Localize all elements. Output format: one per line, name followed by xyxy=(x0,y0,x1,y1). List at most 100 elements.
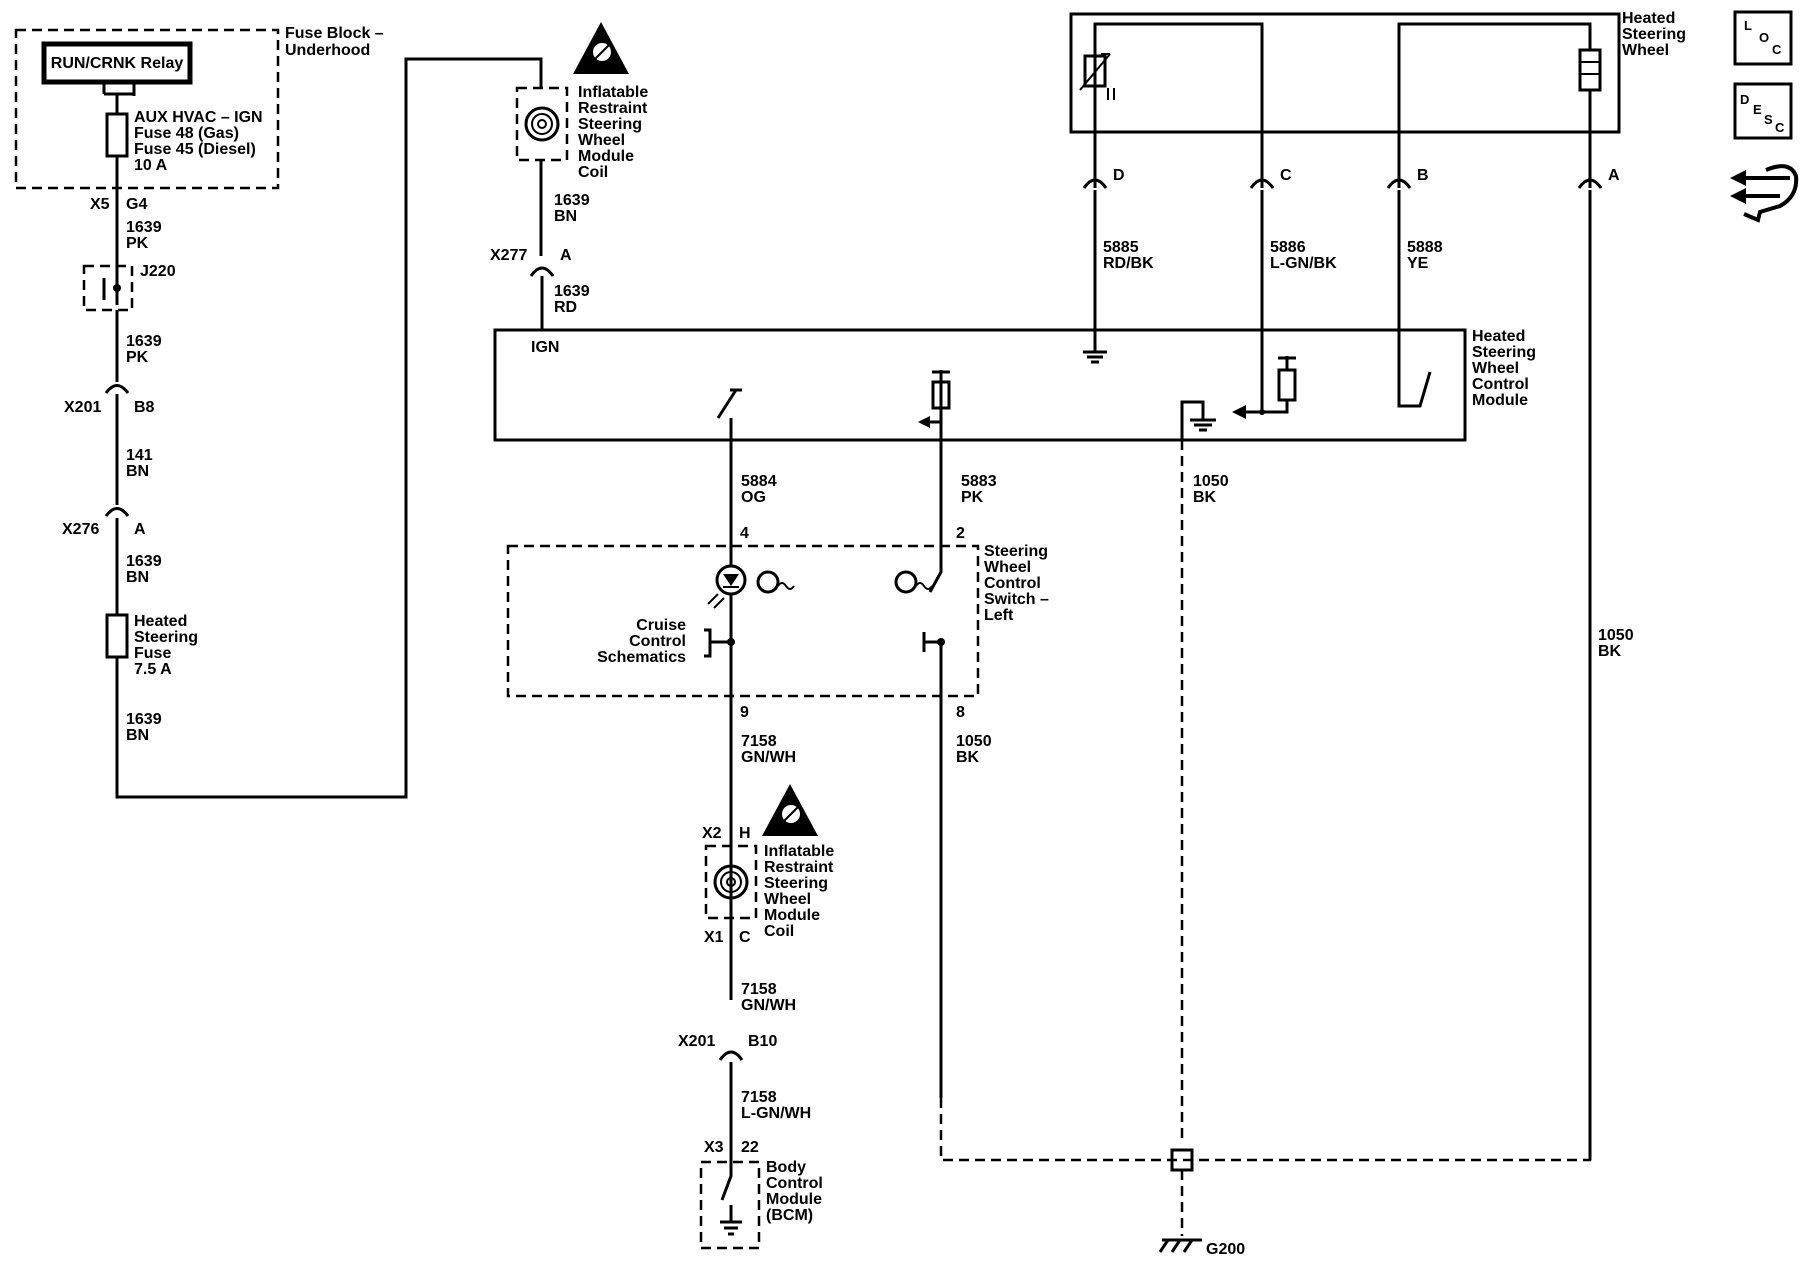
wire-label-color: BN xyxy=(126,569,149,586)
wire-label-circuit: 5886 xyxy=(1270,239,1306,256)
wire-label-circuit: 1639 xyxy=(554,283,590,300)
hswcm-label: Wheel xyxy=(1472,360,1519,377)
swcs-label: Left xyxy=(984,607,1014,624)
heated-steering-wheel: Heated Steering Wheel xyxy=(1069,10,1686,188)
wire-label-circuit: 1050 xyxy=(1193,473,1229,490)
wire-label-color: BN xyxy=(126,727,149,744)
wire-label-color: PK xyxy=(961,489,984,506)
connector-pin-c: C xyxy=(1249,167,1292,189)
desc-letter: S xyxy=(1764,112,1773,127)
wire-label-circuit: 1050 xyxy=(1598,627,1634,644)
loc-letter: C xyxy=(1772,42,1782,57)
coil-label: Steering xyxy=(578,116,642,133)
desc-letter: C xyxy=(1775,120,1785,135)
aux-hvac-fuse xyxy=(105,112,129,158)
pin-label: 2 xyxy=(956,525,965,542)
connector-x277: X277 A xyxy=(490,247,572,277)
wire-label-circuit: 5883 xyxy=(961,473,997,490)
wire-label-circuit: 5884 xyxy=(741,473,777,490)
desc-button[interactable]: D E S C xyxy=(1733,82,1793,140)
connector-x276-pin: A xyxy=(134,521,146,538)
connector-x201a-label: X201 xyxy=(64,399,101,416)
splice-j220: J220 xyxy=(82,263,176,312)
connector-x201-b10: X201 B10 xyxy=(678,1033,777,1061)
wire-label-color: PK xyxy=(126,235,149,252)
loc-button[interactable]: L O C xyxy=(1733,10,1793,66)
wire-label-circuit: 1639 xyxy=(554,192,590,209)
wire-label-color: RD xyxy=(554,299,577,316)
run-crnk-relay xyxy=(41,41,193,85)
desc-letter: E xyxy=(1753,102,1762,117)
hswcm-label: Steering xyxy=(1472,344,1536,361)
coil-label: Inflatable xyxy=(578,84,648,101)
pin-label: D xyxy=(1113,167,1125,184)
wire-label-circuit: 7158 xyxy=(741,733,777,750)
wire-label-color: BK xyxy=(956,749,980,766)
fuse-block-label: Fuse Block – xyxy=(285,25,384,42)
pin-label: C xyxy=(1280,167,1292,184)
connector-x201b-pin: B10 xyxy=(748,1033,777,1050)
coil-label: Wheel xyxy=(764,891,811,908)
connector-x3-pin: 22 xyxy=(741,1139,759,1156)
connector-x5-pin: G4 xyxy=(126,196,147,213)
coil-label: Module xyxy=(764,907,820,924)
loc-letter: O xyxy=(1759,30,1769,45)
aux-fuse-diesel: Fuse 45 (Diesel) xyxy=(134,141,256,158)
body-control-module: Body Control Module (BCM) xyxy=(699,1159,823,1250)
bcm-label: Module xyxy=(766,1191,822,1208)
swcs-label: Steering xyxy=(984,543,1048,560)
warning-icon xyxy=(762,784,818,836)
ground-g200: G200 xyxy=(1158,1148,1245,1258)
connector-x277-pin: A xyxy=(560,247,572,264)
coil-label: Inflatable xyxy=(764,843,834,860)
heated-fuse-rating: 7.5 A xyxy=(134,661,172,678)
heated-wheel-icon xyxy=(756,570,780,594)
wire-label-circuit: 7158 xyxy=(741,981,777,998)
pin-label: 9 xyxy=(740,704,749,721)
wire-label-color: BN xyxy=(126,463,149,480)
ground-label: G200 xyxy=(1206,1241,1245,1258)
connector-x5: X5 xyxy=(90,196,110,213)
wire-label-color: BN xyxy=(554,208,577,225)
thermistor xyxy=(1083,54,1107,88)
swcs-label: Wheel xyxy=(984,559,1031,576)
wire-label-circuit: 7158 xyxy=(741,1089,777,1106)
wire-label-circuit: 5888 xyxy=(1407,239,1443,256)
connector-x201b-label: X201 xyxy=(678,1033,715,1050)
connector-x3-label: X3 xyxy=(704,1139,724,1156)
aux-fuse-gas: Fuse 48 (Gas) xyxy=(134,125,239,142)
wire-label-color: L-GN/WH xyxy=(741,1105,811,1122)
pin-label: A xyxy=(1608,167,1620,184)
inflatable-restraint-coil-bottom: Inflatable Restraint Steering Wheel Modu… xyxy=(704,843,834,940)
heated-fuse-label: Fuse xyxy=(134,645,171,662)
cruise-label: Schematics xyxy=(597,649,686,666)
coil-label: Wheel xyxy=(578,132,625,149)
connector-x276: X276 A xyxy=(62,507,146,538)
coil-label: Coil xyxy=(764,923,794,940)
aux-fuse-name: AUX HVAC – IGN xyxy=(134,109,263,126)
connector-x201-b8: X201 B8 xyxy=(64,384,155,416)
hswcm-label: Control xyxy=(1472,376,1529,393)
wire-label-color: PK xyxy=(126,349,149,366)
connector-pin-d: D xyxy=(1082,167,1125,189)
wire-label-circuit: 5885 xyxy=(1103,239,1139,256)
connector-x201a-pin: B8 xyxy=(134,399,155,416)
heated-wheel-label: Heated xyxy=(1622,10,1675,27)
coil-label: Coil xyxy=(578,164,608,181)
connector-x1-pin: C xyxy=(739,929,751,946)
fuse-block-label-2: Underhood xyxy=(285,42,370,59)
wire-label-color: RD/BK xyxy=(1103,255,1154,272)
wire-label-color: L-GN/BK xyxy=(1270,255,1337,272)
heated-fuse-label: Heated xyxy=(134,613,187,630)
pin-label: 8 xyxy=(956,704,965,721)
hswcm-label: Heated xyxy=(1472,328,1525,345)
bcm-label: Body xyxy=(766,1159,806,1176)
wire-label-circuit: 141 xyxy=(126,447,153,464)
wrench-arrow-icon[interactable] xyxy=(1730,164,1799,223)
steering-wheel-control-switch-left: 4 2 Steering Wheel Control Switch – Left… xyxy=(506,525,1049,1000)
wire-label-circuit: 1639 xyxy=(126,711,162,728)
connector-x2-label: X2 xyxy=(702,825,722,842)
connector-pin-b: B xyxy=(1386,167,1429,189)
cruise-label: Cruise xyxy=(636,617,686,634)
